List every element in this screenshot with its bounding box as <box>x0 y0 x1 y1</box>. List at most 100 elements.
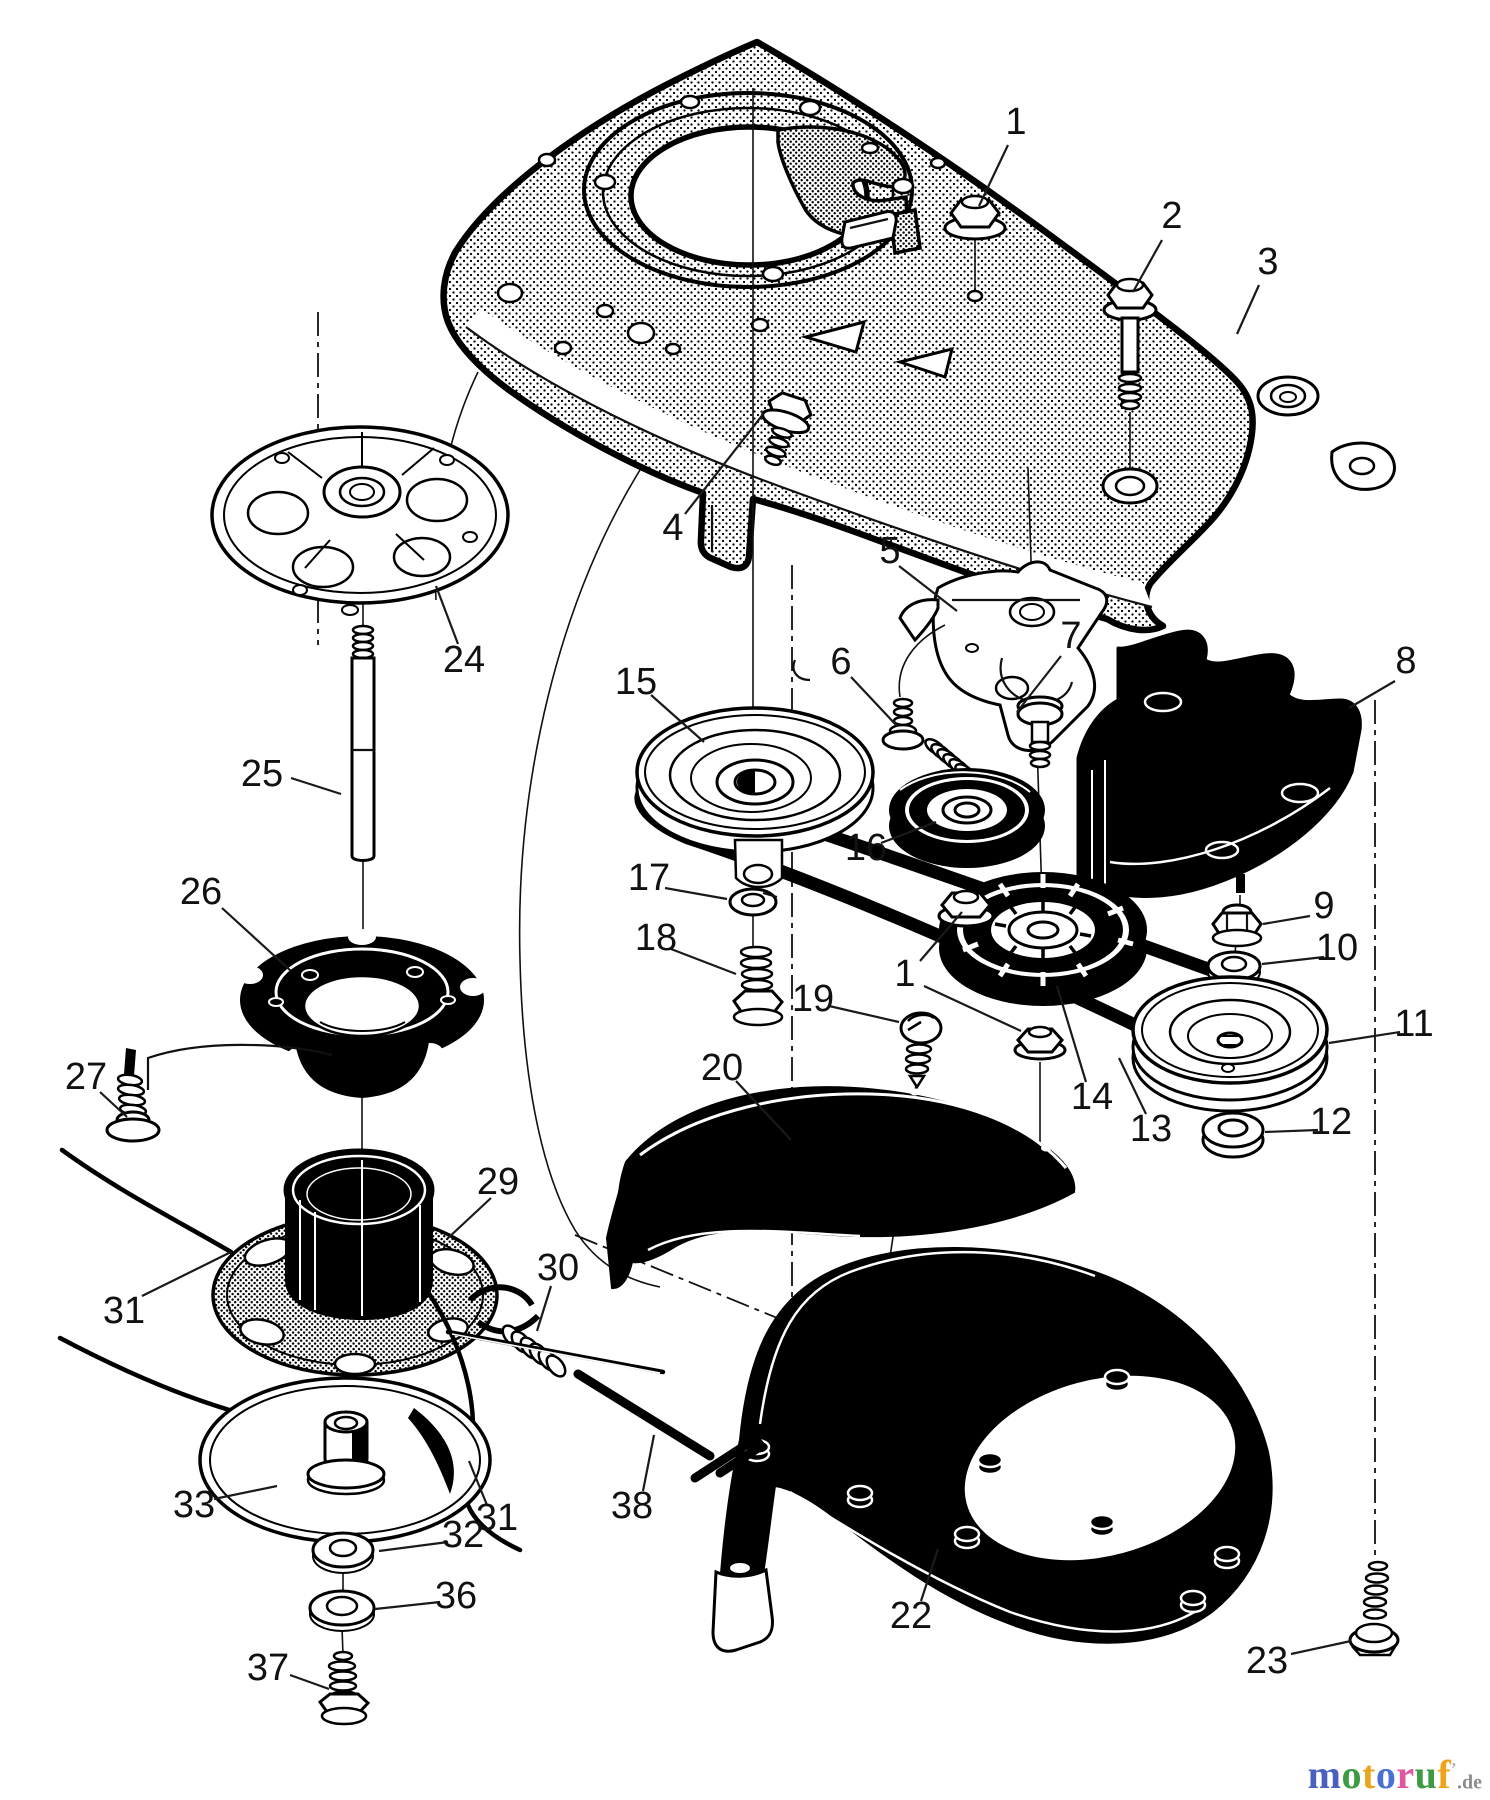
callout-label-29: 29 <box>477 1161 519 1203</box>
callout-label-14: 14 <box>1071 1076 1113 1118</box>
part-lower-cover-22 <box>711 1246 1273 1653</box>
callout-leader-36 <box>374 1600 441 1611</box>
callout-label-31: 31 <box>476 1497 518 1539</box>
callout-label-1: 1 <box>894 953 915 995</box>
logo-letter: ’ <box>1451 1761 1457 1778</box>
logo-letter: m <box>1307 1752 1342 1798</box>
callout-label-7: 7 <box>1060 615 1081 657</box>
callout-leader-32 <box>378 1540 449 1553</box>
part-washer-12 <box>1201 1111 1265 1159</box>
motoruf-logo: motoruf’.de <box>1308 1748 1482 1800</box>
callout-label-11: 11 <box>1394 1003 1433 1045</box>
cover-bosses <box>743 1368 1241 1614</box>
callout-label-16: 16 <box>845 827 887 869</box>
callout-label-20: 20 <box>701 1047 743 1089</box>
logo-letter: t <box>1362 1752 1376 1798</box>
part-shoulder-bolt-7 <box>1016 695 1064 769</box>
callout-label-23: 23 <box>1246 1640 1288 1682</box>
callout-leader-22 <box>919 1548 940 1602</box>
callout-label-30: 30 <box>537 1247 579 1289</box>
callout-leader-4 <box>684 412 765 515</box>
callout-label-5: 5 <box>879 530 900 572</box>
logo-suffix: .de <box>1457 1771 1482 1794</box>
callout-leader-2 <box>1132 239 1163 293</box>
part-flat-idler-16 <box>889 768 1045 868</box>
callout-label-31: 31 <box>103 1290 145 1332</box>
flange-hook-shape <box>776 125 909 239</box>
callout-leader-31 <box>141 1251 232 1297</box>
callout-label-27: 27 <box>65 1056 107 1098</box>
callout-leader-27 <box>99 1091 128 1118</box>
callout-leader-20 <box>735 1080 792 1141</box>
callout-label-32: 32 <box>442 1514 484 1556</box>
part-flange-nut-1-top <box>943 194 1007 303</box>
callout-leader-24 <box>434 585 460 645</box>
part-spindle-pulley-14 <box>939 872 1147 1006</box>
part-self-tap-screw-27 <box>105 1048 161 1143</box>
callout-leader-18 <box>670 947 737 976</box>
part-lock-washer-17 <box>728 887 778 917</box>
callout-leader-10 <box>1261 955 1325 966</box>
callout-label-3: 3 <box>1257 241 1278 283</box>
part-washer-10 <box>1206 950 1262 987</box>
logo-letter: r <box>1396 1752 1415 1798</box>
callout-label-33: 33 <box>173 1484 215 1526</box>
callout-label-22: 22 <box>890 1595 932 1637</box>
part-washer-36 <box>308 1589 376 1632</box>
callout-label-15: 15 <box>615 661 657 703</box>
callout-label-17: 17 <box>628 857 670 899</box>
callout-leader-33 <box>213 1484 278 1501</box>
callout-label-24: 24 <box>443 639 485 681</box>
part-hook-tool-38 <box>573 1369 766 1483</box>
logo-letter: o <box>1375 1752 1397 1798</box>
callout-leader-13 <box>1118 1057 1147 1115</box>
callout-leader-9 <box>1262 914 1311 926</box>
callout-leader-7 <box>1016 655 1062 713</box>
part-hex-bolt-2 <box>1102 277 1158 470</box>
callout-leader-19 <box>828 1004 900 1024</box>
callout-label-38: 38 <box>611 1485 653 1527</box>
part-screw-23 <box>1348 1560 1400 1657</box>
callout-label-36: 36 <box>435 1575 477 1617</box>
callout-leader-1 <box>919 911 963 962</box>
part-housing-cover <box>440 38 1396 634</box>
callout-label-4: 4 <box>662 507 683 549</box>
callout-label-10: 10 <box>1316 927 1358 969</box>
callout-leader-3 <box>1235 284 1261 335</box>
part-belt-guard-8 <box>1076 629 1362 898</box>
part-spindle-plate-24 <box>210 425 510 616</box>
callout-leader-25 <box>290 776 342 796</box>
callout-leader-37 <box>289 1673 330 1691</box>
callout-leader-8 <box>1348 680 1396 709</box>
callout-label-6: 6 <box>830 641 851 683</box>
callout-label-9: 9 <box>1313 885 1334 927</box>
callout-leader-14 <box>1055 985 1088 1083</box>
callout-leader-38 <box>641 1434 656 1492</box>
callout-leader-29 <box>446 1197 492 1240</box>
part-hex-bolt-37 <box>317 1650 371 1726</box>
callout-label-8: 8 <box>1395 640 1416 682</box>
part-hex-bolt-18 <box>732 945 784 1027</box>
callout-leader-12 <box>1264 1128 1319 1134</box>
callout-label-13: 13 <box>1130 1108 1172 1150</box>
callout-label-37: 37 <box>247 1647 289 1689</box>
part-flange-nut-1-spindle-upper <box>937 889 995 928</box>
callout-label-19: 19 <box>792 978 834 1020</box>
callout-leader-5 <box>898 565 958 612</box>
callout-leader-15 <box>650 694 705 743</box>
part-v-idler-pulley-15 <box>635 706 875 889</box>
part-pan-screw-19 <box>899 1011 943 1090</box>
callout-label-26: 26 <box>180 871 222 913</box>
part-housing-ring-26 <box>146 929 486 1098</box>
callout-label-12: 12 <box>1310 1101 1352 1143</box>
logo-letter: o <box>1341 1752 1362 1798</box>
logo-letter: u <box>1414 1752 1438 1798</box>
part-belt-shield-20 <box>605 1086 1076 1290</box>
callout-leader-6 <box>850 676 898 727</box>
part-flange-nut-1-spindle-lower <box>1013 1025 1067 1061</box>
part-washer-32 <box>311 1531 375 1574</box>
callout-layer: 1234567891011121314151617181920122232425… <box>65 101 1434 1691</box>
callout-label-25: 25 <box>241 753 283 795</box>
callout-leader-23 <box>1290 1639 1352 1656</box>
